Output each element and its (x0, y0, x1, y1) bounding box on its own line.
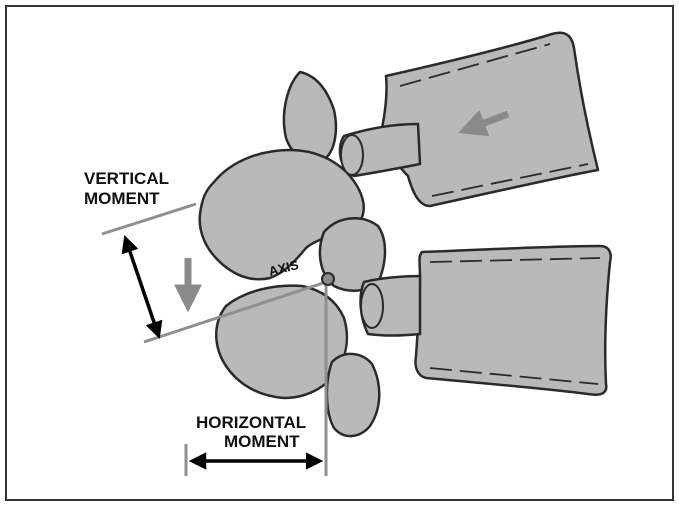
lower-inferior-process (327, 354, 379, 436)
upper-pedicle-cut (341, 135, 363, 175)
horizontal-moment-label-line2: MOMENT (224, 432, 300, 451)
horizontal-moment-label-line1: HORIZONTAL (196, 413, 306, 432)
vertical-moment-label-line1: VERTICAL (84, 169, 169, 188)
vertical-moment-label-line2: MOMENT (84, 189, 160, 208)
lower-vertebral-body (415, 246, 610, 395)
lower-pedicle-cut (361, 284, 383, 328)
axis-point (322, 273, 334, 285)
